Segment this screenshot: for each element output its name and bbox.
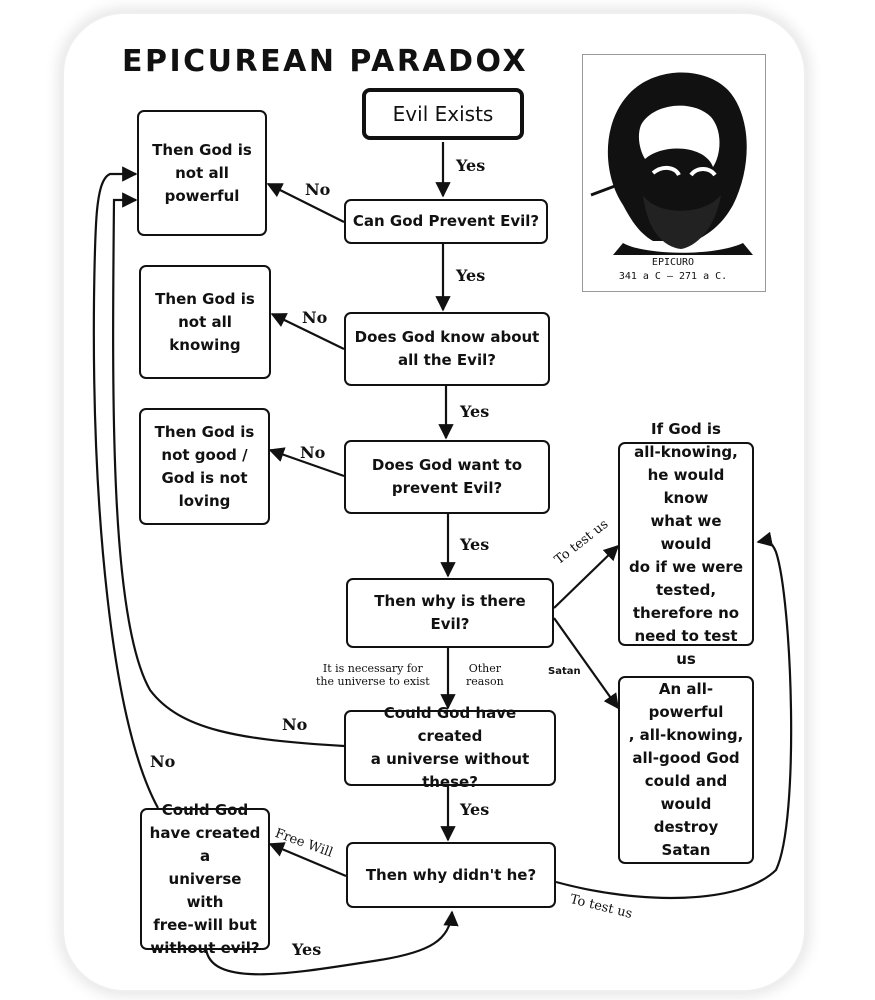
label-yes-4: Yes [460, 535, 490, 554]
node-evil-exists: Evil Exists [362, 88, 524, 140]
node-not-good: Then God is not good / God is not loving [139, 408, 270, 525]
label-no-4: No [282, 715, 308, 734]
label-yes-2: Yes [456, 266, 486, 285]
node-want-prevent: Does God want to prevent Evil? [344, 440, 550, 514]
arrow-freewill-yes [204, 910, 459, 976]
node-not-powerful: Then God is not all powerful [137, 110, 267, 236]
node-does-know: Does God know about all the Evil? [344, 312, 550, 386]
epicurus-bust-image [590, 72, 753, 255]
node-could-create: Could God have created a universe withou… [344, 704, 556, 791]
arrow-no-powerful [266, 183, 345, 223]
label-yes-3: Yes [460, 402, 490, 421]
arrow-freewill-no [92, 166, 159, 809]
arrow-to-test [553, 544, 620, 609]
label-yes-1: Yes [456, 156, 486, 175]
label-yes-6: Yes [292, 940, 322, 959]
arrow-satan [553, 617, 619, 710]
node-satan-answer: An all-powerful , all-knowing, all-good … [618, 676, 754, 864]
label-other-reason: Other reason [466, 662, 504, 688]
arrow-no-good [268, 447, 345, 478]
portrait-name: EPICURO [651, 257, 695, 268]
node-why-evil: Then why is there Evil? [346, 578, 554, 648]
arrow-necessary-no [112, 192, 345, 748]
arrow-to-test-2 [555, 531, 793, 900]
node-can-prevent: Can God Prevent Evil? [344, 199, 548, 244]
node-why-didnt: Then why didn't he? [346, 842, 556, 908]
label-yes-5: Yes [460, 800, 490, 819]
label-no-1: No [305, 180, 331, 199]
label-satan: Satan [548, 666, 581, 677]
label-no-5: No [150, 752, 176, 771]
label-no-2: No [302, 308, 328, 327]
portrait-caption: EPICURO 341 a C — 271 a C. [582, 256, 764, 284]
epicurus-portrait [582, 54, 766, 292]
arrow-no-knowing [270, 313, 345, 350]
label-no-3: No [300, 443, 326, 462]
label-necessary: It is necessary for the universe to exis… [316, 662, 430, 688]
node-free-will-question: Could God have created a universe with f… [140, 801, 270, 957]
node-test-answer: If God is all-knowing, he would know wha… [618, 420, 754, 668]
page-title: EPICUREAN PARADOX [122, 44, 529, 79]
portrait-dates: 341 a C — 271 a C. [618, 271, 728, 282]
arrow-free-will [268, 842, 347, 878]
node-not-knowing: Then God is not all knowing [139, 265, 271, 379]
